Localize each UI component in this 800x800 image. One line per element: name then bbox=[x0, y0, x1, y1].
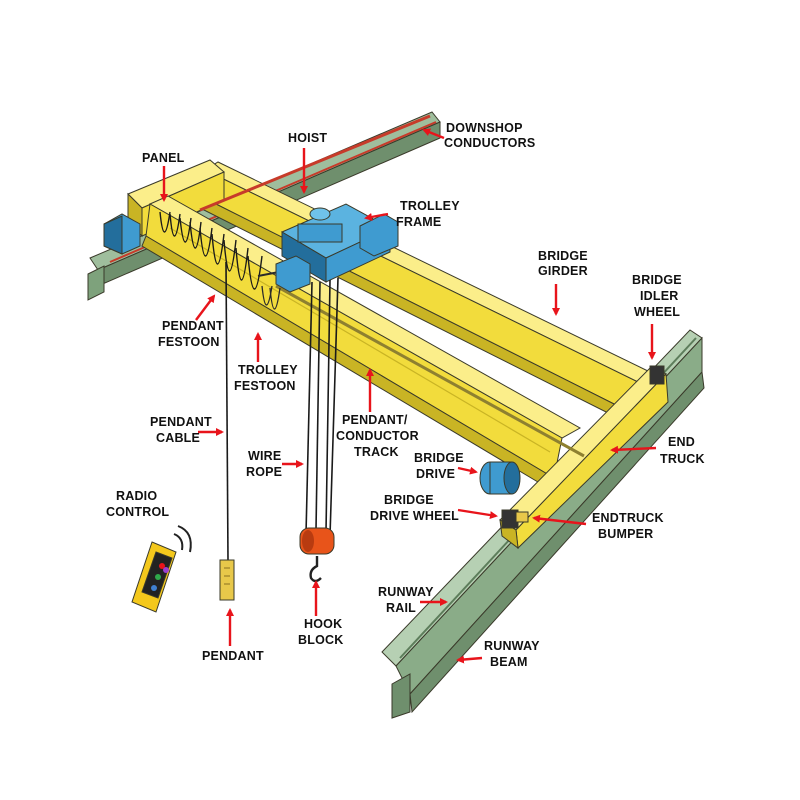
endtruck-bumper bbox=[515, 511, 529, 523]
label-runway-beam: RUNWAY BEAM bbox=[484, 639, 543, 669]
arrow-pendant-festoon bbox=[195, 294, 216, 321]
label-trolley-frame: TROLLEY FRAME bbox=[396, 199, 463, 229]
arrow-runway-beam bbox=[456, 655, 483, 664]
label-hook-block: HOOK BLOCK bbox=[298, 617, 346, 647]
wire-rope bbox=[305, 277, 339, 537]
label-bridge-drive: BRIDGE DRIVE bbox=[414, 451, 468, 481]
arrow-bridge-drive-wheel bbox=[457, 508, 498, 520]
label-wire-rope: WIRE ROPE bbox=[246, 449, 285, 479]
arrow-trolley-frame bbox=[364, 212, 389, 221]
label-bridge-drive-wheel: BRIDGE DRIVE WHEEL bbox=[370, 493, 459, 523]
label-pendant: PENDANT bbox=[202, 649, 264, 663]
label-panel: PANEL bbox=[142, 151, 185, 165]
label-trolley-festoon: TROLLEY FESTOON bbox=[234, 363, 301, 393]
arrow-end-truck bbox=[610, 445, 657, 454]
label-pendant-cable: PENDANT CABLE bbox=[150, 415, 216, 445]
arrow-bridge-drive bbox=[457, 466, 478, 475]
bridge-idler-wheel bbox=[649, 365, 665, 385]
pendant-station bbox=[219, 559, 235, 601]
label-downshop-conductors: DOWNSHOP CONDUCTORS bbox=[444, 121, 535, 150]
label-pendant-festoon: PENDANT FESTOON bbox=[158, 319, 228, 349]
radio-control bbox=[131, 525, 192, 613]
hoist-trolley bbox=[275, 203, 399, 293]
downshop-conductors bbox=[199, 114, 431, 212]
label-bridge-idler-wheel: BRIDGE IDLER WHEEL bbox=[632, 273, 686, 319]
label-endtruck-bumper: ENDTRUCK BUMPER bbox=[592, 511, 667, 541]
label-end-truck: END TRUCK bbox=[660, 435, 705, 466]
bridge-drive-motor bbox=[479, 461, 521, 495]
hook-block bbox=[299, 527, 335, 583]
callout-arrows bbox=[160, 128, 657, 664]
pendant-conductor-track bbox=[275, 284, 585, 458]
label-runway-rail: RUNWAY RAIL bbox=[378, 585, 437, 615]
label-bridge-girder: BRIDGE GIRDER bbox=[538, 249, 592, 278]
arrow-endtruck-bumper bbox=[532, 514, 587, 526]
arrow-downshop-conductors bbox=[422, 128, 445, 140]
label-hoist: HOIST bbox=[288, 131, 327, 145]
control-panel bbox=[103, 213, 141, 255]
labels: DOWNSHOP CONDUCTORS HOIST PANEL TROLLEY … bbox=[106, 121, 705, 669]
pendant-cable bbox=[225, 261, 229, 561]
label-pendant-conductor-track: PENDANT/ CONDUCTOR TRACK bbox=[336, 413, 423, 459]
pendant-festoon bbox=[159, 211, 263, 290]
label-radio-control: RADIO CONTROL bbox=[106, 489, 169, 519]
